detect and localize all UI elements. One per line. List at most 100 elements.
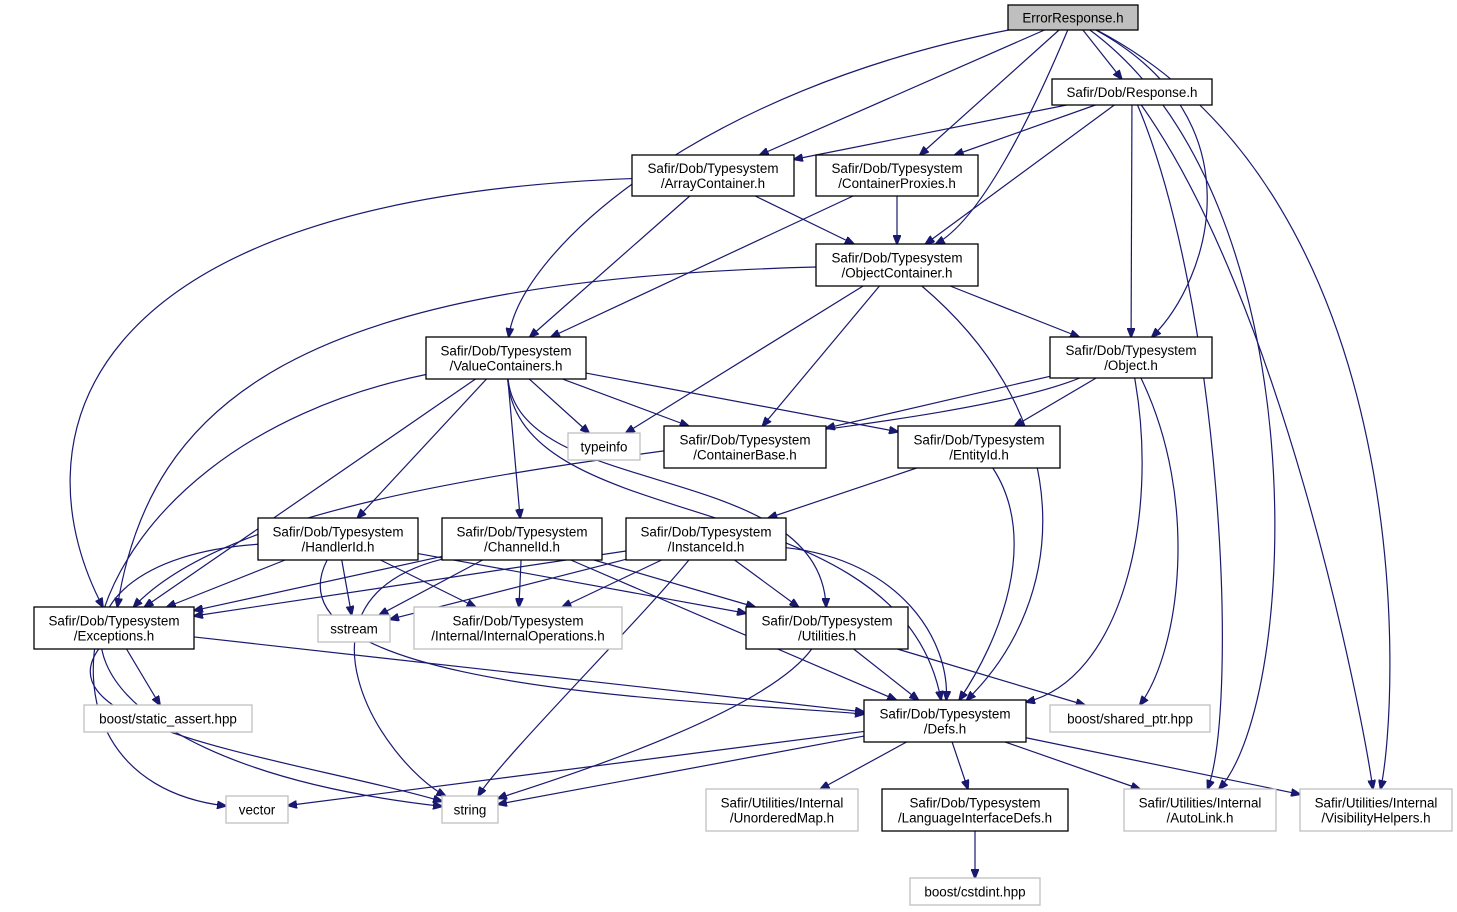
node-label: boost/shared_ptr.hpp (1067, 712, 1193, 727)
node-label: Safir/Dob/Typesystem (832, 161, 963, 176)
edge-errorresponse-to-containerproxies (920, 29, 1060, 155)
node-containerproxies[interactable]: Safir/Dob/Typesystem/ContainerProxies.h (815, 154, 979, 197)
node-string: string (441, 795, 499, 824)
node-cstdint: boost/cstdint.hpp (909, 877, 1041, 906)
node-box (909, 877, 1041, 906)
node-label: /ObjectContainer.h (842, 266, 953, 281)
node-box (625, 517, 787, 561)
node-label: Safir/Dob/Typesystem (441, 344, 572, 359)
node-unorderedmap: Safir/Utilities/Internal/UnorderedMap.h (705, 788, 859, 832)
node-label: Safir/Dob/Typesystem (832, 251, 963, 266)
edge-handlerid-to-defs (319, 559, 864, 714)
edge-instanceid-to-internalops (562, 559, 662, 607)
node-label: Safir/Dob/Typesystem (453, 614, 584, 629)
node-label: Safir/Dob/Typesystem (880, 707, 1011, 722)
edge-objectcontainer-to-typeinfo (626, 285, 864, 433)
node-object[interactable]: Safir/Dob/Typesystem/Object.h (1049, 336, 1213, 379)
node-box (1007, 4, 1139, 31)
edge-errorresponse-to-response (1082, 29, 1122, 79)
edge-response-to-containerproxies (955, 104, 1096, 155)
node-label: Safir/Dob/Typesystem (1066, 343, 1197, 358)
node-box (257, 517, 419, 561)
edge-entityid-to-defs (959, 467, 1015, 700)
edge-handlerid-to-sstream (341, 559, 352, 615)
node-box (631, 154, 795, 197)
edge-object-to-entityid (1015, 377, 1097, 426)
edge-errorresponse-to-arraycontainer (760, 29, 1045, 155)
node-label: Safir/Dob/Typesystem (641, 525, 772, 540)
node-utilities[interactable]: Safir/Dob/Typesystem/Utilities.h (745, 606, 909, 650)
node-label: Safir/Dob/Typesystem (914, 433, 1045, 448)
edge-channelid-to-sstream (379, 559, 483, 615)
node-label: /VisibilityHelpers.h (1321, 811, 1430, 826)
node-valuecontainers[interactable]: Safir/Dob/Typesystem/ValueContainers.h (425, 336, 587, 380)
node-containerbase[interactable]: Safir/Dob/Typesystem/ContainerBase.h (663, 425, 827, 469)
node-label: /Internal/InternalOperations.h (431, 629, 604, 644)
node-entityid[interactable]: Safir/Dob/Typesystem/EntityId.h (897, 425, 1061, 469)
edge-channelid-to-utilities (593, 559, 755, 607)
node-sstream: sstream (317, 614, 391, 643)
node-label: typeinfo (581, 440, 628, 455)
node-label: string (454, 803, 487, 818)
edge-object-to-sharedptr (1140, 377, 1179, 705)
edge-objectcontainer-to-defs (921, 285, 1044, 700)
nodes: ErrorResponse.hSafir/Dob/Response.hSafir… (33, 4, 1453, 906)
edge-objectcontainer-to-containerbase (763, 285, 880, 426)
edge-handlerid-to-utilities (417, 552, 746, 614)
node-label: Safir/Dob/Response.h (1066, 85, 1197, 100)
edge-instanceid-to-defs (785, 547, 946, 700)
node-response[interactable]: Safir/Dob/Response.h (1051, 78, 1213, 106)
edge-objectcontainer-to-exceptions (117, 266, 817, 607)
edge-defs-to-visibility (1025, 737, 1300, 795)
edge-defs-to-langdefs (951, 741, 968, 789)
node-exceptions[interactable]: Safir/Dob/Typesystem/Exceptions.h (33, 606, 195, 650)
edge-utilities-to-defs (853, 648, 919, 700)
node-label: Safir/Utilities/Internal (721, 796, 844, 811)
node-label: vector (239, 803, 276, 818)
node-box (425, 336, 587, 380)
node-label: /LanguageInterfaceDefs.h (898, 811, 1052, 826)
node-label: /ArrayContainer.h (661, 176, 765, 191)
node-vector: vector (225, 795, 289, 824)
node-handlerid[interactable]: Safir/Dob/Typesystem/HandlerId.h (257, 517, 419, 561)
edge-handlerid-to-string (100, 543, 442, 806)
node-box (815, 154, 979, 197)
edge-response-to-autolink (1136, 104, 1223, 789)
edge-arraycontainer-to-exceptions (69, 177, 633, 607)
node-box (1051, 78, 1213, 106)
node-label: /ContainerBase.h (693, 448, 796, 463)
node-box (745, 606, 909, 650)
node-label: Safir/Dob/Typesystem (457, 525, 588, 540)
node-errorresponse[interactable]: ErrorResponse.h (1007, 4, 1139, 31)
node-box (705, 788, 859, 832)
node-label: /ContainerProxies.h (838, 176, 956, 191)
edge-instanceid-to-exceptions (194, 550, 627, 616)
node-staticassert: boost/static_assert.hpp (83, 704, 253, 733)
node-autolink: Safir/Utilities/Internal/AutoLink.h (1123, 788, 1277, 832)
node-label: sstream (330, 622, 378, 637)
node-instanceid[interactable]: Safir/Dob/Typesystem/InstanceId.h (625, 517, 787, 561)
edge-arraycontainer-to-valuecontainers (530, 195, 691, 337)
edge-object-to-defs (1026, 377, 1143, 702)
node-label: /AutoLink.h (1167, 811, 1234, 826)
node-defs[interactable]: Safir/Dob/Typesystem/Defs.h (863, 699, 1027, 743)
node-channelid[interactable]: Safir/Dob/Typesystem/ChannelId.h (441, 517, 603, 561)
edge-defs-to-unorderedmap (820, 741, 907, 789)
node-label: Safir/Dob/Typesystem (273, 525, 404, 540)
edge-defs-to-autolink (1004, 741, 1140, 789)
node-label: /HandlerId.h (302, 540, 375, 555)
node-langdefs[interactable]: Safir/Dob/Typesystem/LanguageInterfaceDe… (881, 788, 1069, 832)
node-arraycontainer[interactable]: Safir/Dob/Typesystem/ArrayContainer.h (631, 154, 795, 197)
edge-valuecontainers-to-handlerid (357, 378, 487, 518)
edge-exceptions-to-defs (193, 636, 864, 712)
edge-valuecontainers-to-vector (92, 373, 427, 806)
node-objectcontainer[interactable]: Safir/Dob/Typesystem/ObjectContainer.h (815, 243, 979, 287)
node-label: Safir/Dob/Typesystem (762, 614, 893, 629)
edge-handlerid-to-exceptions (167, 559, 286, 607)
edge-valuecontainers-to-channelid (507, 378, 520, 518)
node-box (1049, 704, 1211, 733)
node-internalops: Safir/Dob/Typesystem/Internal/InternalOp… (413, 606, 623, 650)
node-label: ErrorResponse.h (1022, 11, 1123, 26)
node-label: Safir/Utilities/Internal (1315, 796, 1438, 811)
